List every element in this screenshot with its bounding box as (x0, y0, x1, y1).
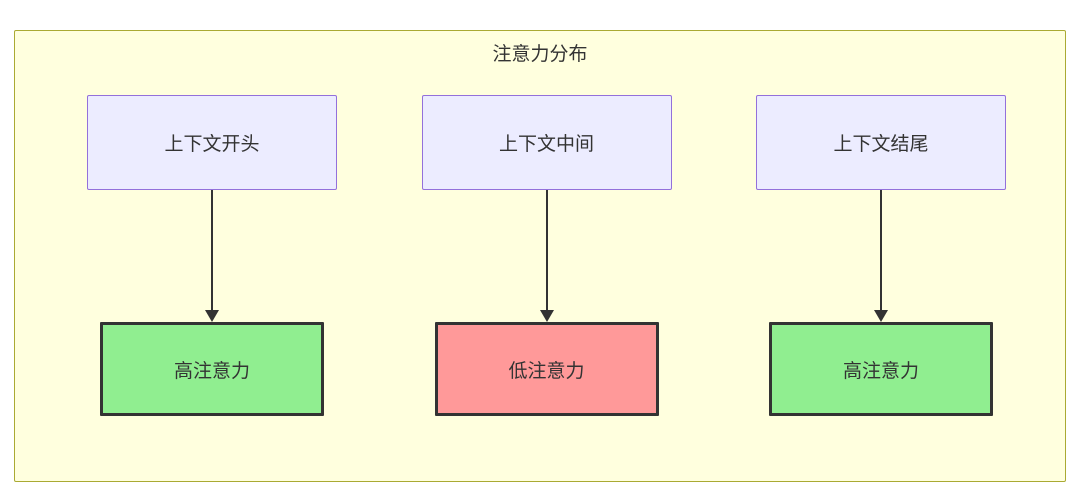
diagram-column-context-end: 上下文结尾 高注意力 (756, 95, 1006, 416)
arrow-down (539, 190, 554, 322)
target-node-high-attention: 高注意力 (100, 322, 324, 416)
source-node-context-start: 上下文开头 (87, 95, 337, 190)
attention-distribution-subgraph: 注意力分布 上下文开头 高注意力 上下文中间 低注意力 上下文结尾 (14, 30, 1066, 482)
diagram-column-context-middle: 上下文中间 低注意力 (421, 95, 672, 416)
arrow-line (880, 190, 882, 311)
arrow-head-icon (205, 310, 219, 322)
arrow-head-icon (539, 310, 554, 322)
target-node-high-attention: 高注意力 (769, 322, 993, 416)
diagram-title: 注意力分布 (492, 44, 588, 65)
source-node-context-end: 上下文结尾 (756, 95, 1006, 190)
target-node-low-attention: 低注意力 (434, 322, 659, 416)
arrow-head-icon (874, 310, 888, 322)
arrow-line (545, 190, 548, 311)
source-node-context-middle: 上下文中间 (421, 95, 672, 190)
arrow-down (205, 190, 219, 322)
arrow-down (874, 190, 888, 322)
arrow-line (211, 190, 213, 311)
diagram-column-context-start: 上下文开头 高注意力 (87, 95, 337, 416)
diagram-columns: 上下文开头 高注意力 上下文中间 低注意力 上下文结尾 (15, 95, 1065, 416)
